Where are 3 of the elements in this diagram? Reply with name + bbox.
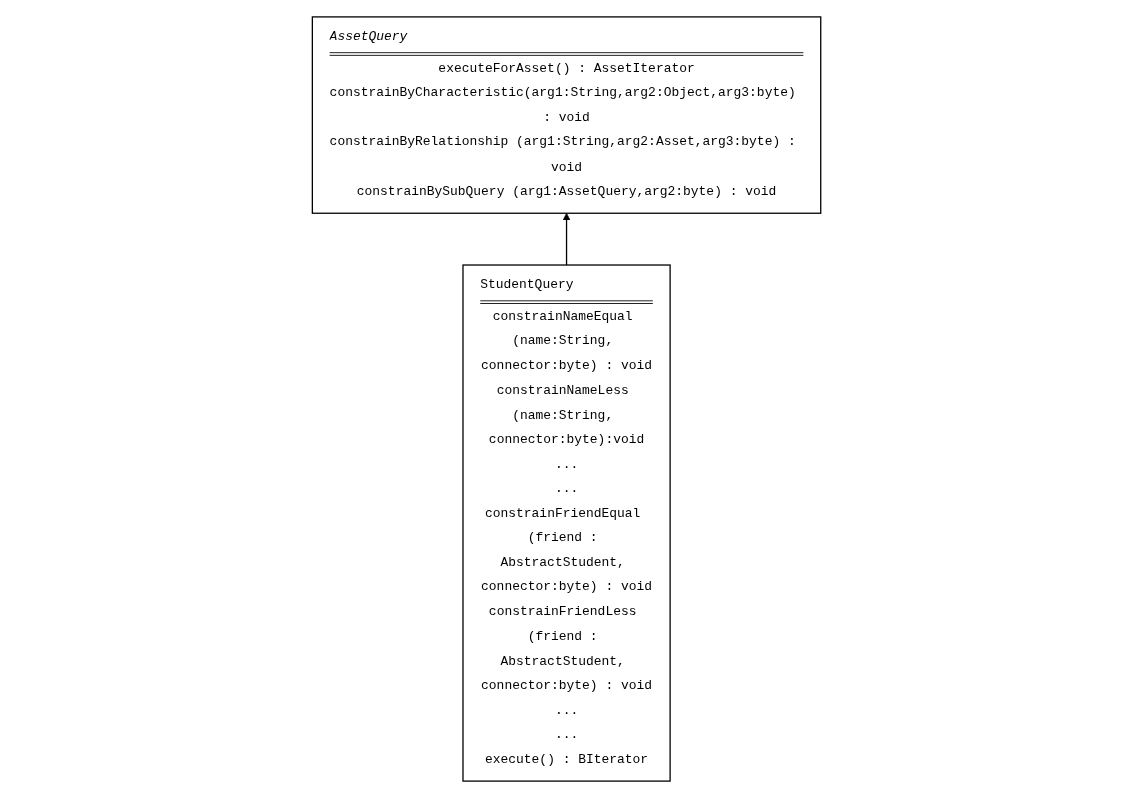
node-box: AssetQuery executeForAsset() : AssetIterator constrainByCharacteristic(arg1:String,arg2:Object,arg3:byte) : void constrainByRelationship (arg1:String,arg2:Asset,arg3:byte) : void constrainBySubQuery (arg1:AssetQuery,arg2:byte) : void [311,16,822,214]
node-box: StudentQuery constrainNameEqual (name:String, connector:byte) : void constrainNameLess (name:String, connector:byte):void ... ... constrainFriendEqual (friend : AbstractStudent, connector:byte) : void constrainFriendLess (friend : AbstractStudent, connector:byte) : void ... ... execute() : BIterator [462,264,671,782]
arrow [562,212,571,266]
